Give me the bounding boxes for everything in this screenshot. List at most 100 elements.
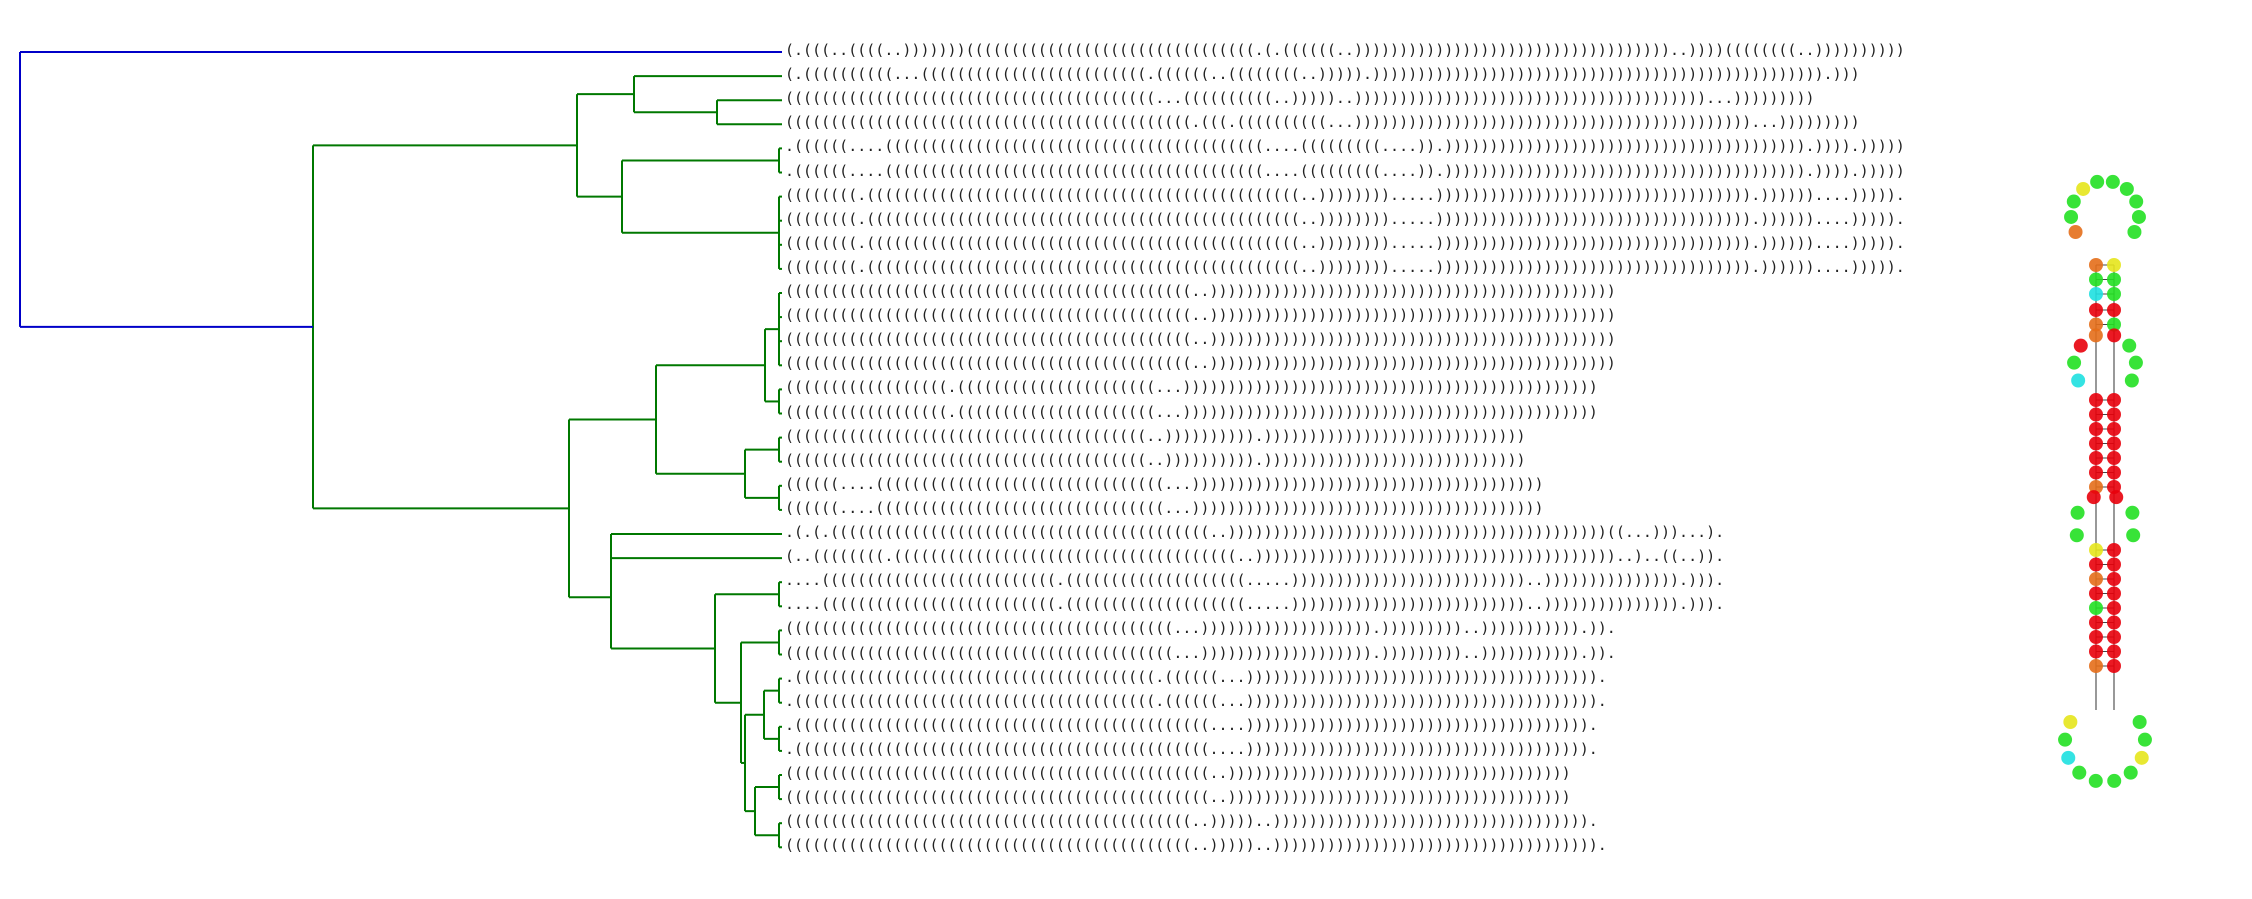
nucleotide xyxy=(2107,436,2121,451)
structure-row: ((((((((.(((((((((((((((((((((((((((((((… xyxy=(785,233,1905,252)
nucleotide xyxy=(2137,732,2152,747)
nucleotide xyxy=(2107,543,2121,557)
structure-row: ((((((((((((((((((((((((((((((((((((((((… xyxy=(785,643,1616,662)
nucleotide xyxy=(2086,490,2101,505)
structure-row: ((((((((((((((((((((((((((((((((((((((((… xyxy=(785,836,1607,855)
nucleotide xyxy=(2123,765,2138,780)
nucleotide xyxy=(2089,407,2103,422)
nucleotide xyxy=(2058,732,2073,747)
nucleotide xyxy=(2127,225,2142,239)
structure-row: ((((((((((((((((((((((((((((((((((((((((… xyxy=(785,812,1598,831)
nucleotide xyxy=(2089,465,2103,480)
structure-row: ((((((((((((((((((((((((((((((((((((((((… xyxy=(785,788,1571,807)
structure-row: ((((((((((((((((((((((((((((((((((((((((… xyxy=(785,764,1571,782)
nucleotide xyxy=(2107,601,2121,615)
structure-row: .(((((((((((((((((((((((((((((((((((((((… xyxy=(785,691,1607,710)
nucleotide xyxy=(2107,303,2121,317)
structure-row: ((((((((((((((((((((((((((((((((((((((((… xyxy=(785,450,1526,469)
nucleotide xyxy=(2122,338,2137,353)
structure-row: ((((((((((((((((((((((((((((((((((((((((… xyxy=(785,89,1815,108)
nucleotide xyxy=(2089,422,2103,436)
nucleotide xyxy=(2107,630,2121,644)
structure-row: ((((((((((((((((((((((((((((((((((((((((… xyxy=(785,306,1616,325)
structure-row: ((((((....((((((((((((((((((((((((((((((… xyxy=(785,474,1544,493)
structure-row: ....((((((((((((((((((((((((((.(((((((((… xyxy=(785,571,1725,590)
nucleotide xyxy=(2089,436,2103,451)
nucleotide xyxy=(2061,750,2076,765)
nucleotide xyxy=(2107,393,2121,407)
structure-row: ((((((((.(((((((((((((((((((((((((((((((… xyxy=(785,185,1905,204)
nucleotide xyxy=(2107,451,2121,465)
nucleotide xyxy=(2107,328,2122,343)
nucleotide xyxy=(2066,194,2081,209)
nucleotide xyxy=(2090,174,2105,189)
nucleotide xyxy=(2089,601,2103,615)
nucleotide xyxy=(2089,272,2103,287)
structure-row: ((((((((((((((((((((((((((((((((((((((((… xyxy=(785,113,1860,132)
nucleotide xyxy=(2072,765,2087,780)
nucleotide xyxy=(2069,528,2084,543)
nucleotide xyxy=(2107,465,2121,480)
structure-row: ((((((((((((((((((.(((((((((((((((((((((… xyxy=(785,378,1598,397)
nucleotide xyxy=(2089,586,2103,601)
nucleotide xyxy=(2105,174,2120,189)
nucleotide xyxy=(2107,407,2121,422)
nucleotide xyxy=(2071,373,2086,388)
structure-row: (.(((..((((..)))))))((((((((((((((((((((… xyxy=(785,41,1905,59)
nucleotide xyxy=(2109,490,2124,505)
nucleotide xyxy=(2107,287,2121,301)
nucleotide xyxy=(2064,209,2079,224)
nucleotide xyxy=(2089,317,2103,332)
nucleotide xyxy=(2126,528,2141,543)
nucleotide xyxy=(2089,258,2103,272)
nucleotide xyxy=(2132,715,2147,729)
nucleotide xyxy=(2107,773,2122,788)
structure-row: ((((((((.(((((((((((((((((((((((((((((((… xyxy=(785,209,1905,228)
nucleotide xyxy=(2089,543,2103,557)
nucleotide xyxy=(2128,355,2143,370)
structure-row: .((((((....(((((((((((((((((((((((((((((… xyxy=(785,161,1905,180)
structure-row: .(((((((((((((((((((((((((((((((((((((((… xyxy=(785,739,1598,758)
nucleotide xyxy=(2107,586,2121,601)
nucleotide xyxy=(2107,572,2121,586)
structure-row: ((((((((((((((((((((((((((((((((((((((((… xyxy=(785,619,1616,638)
structure-row: ((((((((((((((((((((((((((((((((((((((((… xyxy=(785,282,1616,300)
structure-row: .((((((....(((((((((((((((((((((((((((((… xyxy=(785,137,1905,156)
nucleotide xyxy=(2089,451,2103,465)
nucleotide xyxy=(2129,194,2144,209)
nucleotide xyxy=(2089,644,2103,659)
nucleotide xyxy=(2089,303,2103,317)
nucleotide xyxy=(2124,373,2139,388)
nucleotide xyxy=(2107,644,2121,659)
nucleotide xyxy=(2089,630,2103,644)
nucleotide xyxy=(2107,659,2121,673)
structure-row: ....((((((((((((((((((((((((((.(((((((((… xyxy=(785,595,1725,614)
rna-secondary-structure-plot xyxy=(2058,174,2152,788)
structure-row: ((((((((((((((((((.(((((((((((((((((((((… xyxy=(785,402,1598,421)
nucleotide xyxy=(2073,338,2088,353)
nucleotide xyxy=(2119,181,2134,196)
structure-row: (..((((((((.((((((((((((((((((((((((((((… xyxy=(785,547,1725,566)
structure-row: ((((((((.(((((((((((((((((((((((((((((((… xyxy=(785,257,1905,276)
structure-row: ((((((((((((((((((((((((((((((((((((((((… xyxy=(785,330,1616,349)
nucleotide xyxy=(2125,505,2140,520)
nucleotide xyxy=(2134,750,2149,765)
nucleotide xyxy=(2089,557,2103,572)
nucleotide xyxy=(2089,659,2103,673)
nucleotide xyxy=(2131,209,2146,224)
nucleotide xyxy=(2089,393,2103,407)
nucleotide xyxy=(2088,328,2103,343)
nucleotide xyxy=(2088,773,2103,788)
structure-row: ((((((((((((((((((((((((((((((((((((((((… xyxy=(785,426,1526,445)
nucleotide xyxy=(2107,422,2121,436)
nucleotide xyxy=(2067,355,2082,370)
structure-row: .(((((((((((((((((((((((((((((((((((((((… xyxy=(785,715,1598,734)
nucleotide xyxy=(2089,572,2103,586)
nucleotide xyxy=(2107,615,2121,630)
nucleotide xyxy=(2089,615,2103,630)
structure-row: ((((((....((((((((((((((((((((((((((((((… xyxy=(785,498,1544,517)
nucleotide xyxy=(2063,715,2078,729)
structure-row: (.((((((((((...(((((((((((((((((((((((((… xyxy=(785,65,1860,84)
nucleotide xyxy=(2089,287,2103,301)
